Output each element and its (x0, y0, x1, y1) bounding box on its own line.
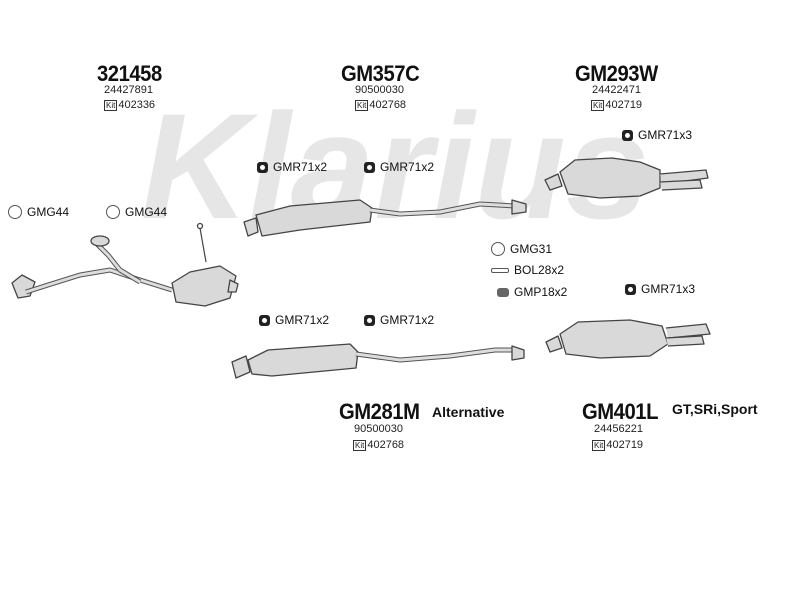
accessory-gmg44-a: GMG44 (8, 205, 69, 219)
part-code-gm281m: GM281M (339, 399, 420, 424)
rubber-hanger-icon (622, 129, 633, 141)
centre-pipe-gm357c (243, 199, 527, 237)
kit-number: 402768 (367, 439, 405, 451)
accessory-label: GMR71x2 (275, 313, 330, 327)
accessory-gmr-p5: GMR71x3 (625, 282, 695, 296)
accessory-label: GMG44 (125, 205, 168, 219)
variants-note: GT,SRi,Sport (672, 401, 758, 417)
rubber-hanger-icon (259, 314, 270, 326)
accessory-label: GMR71x2 (273, 160, 328, 174)
kit-icon: Kit (592, 439, 606, 451)
part-code-gm401l: GM401L (582, 399, 658, 424)
part-oe-gm401l: 24456221 (594, 423, 643, 435)
kit-icon: Kit (355, 99, 369, 111)
accessory-gmg44-b: GMG44 (106, 205, 167, 219)
kit-number: 402768 (369, 99, 407, 111)
gasket-ring-icon (491, 242, 505, 256)
alternative-note: Alternative (432, 404, 505, 420)
accessory-gmr-p2-b: GMR71x2 (364, 160, 434, 174)
kit-icon: Kit (353, 439, 367, 451)
accessory-bol: BOL28x2 (491, 263, 564, 277)
part-code-gm357c: GM357C (341, 61, 420, 86)
accessory-label: GMP18x2 (514, 285, 568, 299)
watermark: Klarius (141, 82, 650, 250)
rear-silencer-gm401l (545, 319, 711, 359)
accessory-label: GMG44 (27, 205, 70, 219)
accessory-gmp: GMP18x2 (497, 285, 567, 299)
rubber-hanger-icon (257, 161, 268, 173)
gasket-ring-icon (106, 205, 120, 219)
part-oe-gm293w: 24422471 (592, 84, 641, 96)
clamp-icon (497, 287, 509, 297)
accessory-label: GMR71x2 (380, 313, 435, 327)
accessory-gmr-p2-a: GMR71x2 (257, 160, 327, 174)
accessory-label: GMR71x3 (638, 128, 693, 142)
kit-icon: Kit (591, 99, 605, 111)
part-oe-321458: 24427891 (104, 84, 153, 96)
kit-icon: Kit (104, 99, 118, 111)
rubber-hanger-icon (625, 283, 636, 295)
centre-pipe-gm281m (231, 343, 525, 379)
accessory-gmr-p4-b: GMR71x2 (364, 313, 434, 327)
rear-silencer-gm293w (544, 157, 709, 199)
kit-number: 402719 (605, 99, 643, 111)
accessory-gmr-p3: GMR71x3 (622, 128, 692, 142)
part-code-321458: 321458 (97, 61, 162, 86)
accessory-label: GMR71x3 (641, 282, 696, 296)
part-code-gm293w: GM293W (575, 61, 658, 86)
accessory-gmr-p4-a: GMR71x2 (259, 313, 329, 327)
rubber-hanger-icon (364, 314, 375, 326)
accessory-label: BOL28x2 (514, 263, 565, 277)
accessory-label: GMR71x2 (380, 160, 435, 174)
part-oe-gm357c: 90500030 (355, 84, 404, 96)
rubber-hanger-icon (364, 161, 375, 173)
gasket-ring-icon (8, 205, 22, 219)
front-pipe-catalyst (11, 222, 239, 307)
accessory-gmg31: GMG31 (491, 242, 552, 256)
bolt-icon (491, 267, 509, 273)
accessory-label: GMG31 (510, 242, 553, 256)
kit-number: 402336 (118, 99, 156, 111)
part-oe-gm281m: 90500030 (354, 423, 403, 435)
kit-number: 402719 (606, 439, 644, 451)
